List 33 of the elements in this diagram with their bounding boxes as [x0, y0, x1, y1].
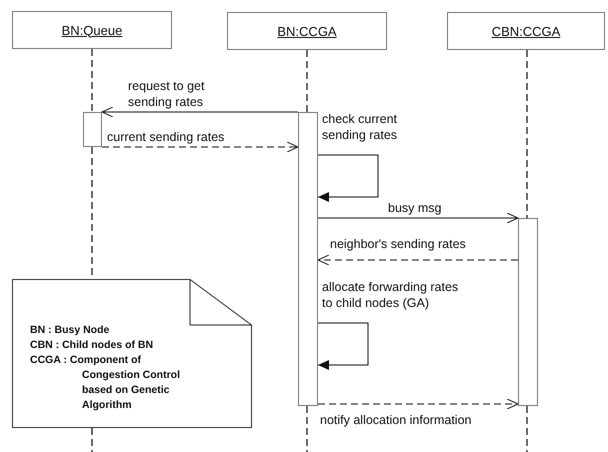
- activation-bar: [83, 112, 102, 147]
- activation-bar: [298, 112, 318, 406]
- note-text: BN : Busy Node: [30, 323, 110, 338]
- lifeline: [91, 49, 93, 112]
- lifeline-head: [12, 11, 172, 49]
- lifeline: [91, 428, 93, 452]
- message-label: allocate forwarding rates to child nodes (GA): [322, 279, 460, 311]
- self-message-arrow: [318, 154, 378, 202]
- lifeline: [526, 406, 528, 452]
- lifeline: [526, 50, 528, 218]
- return-message-arrow: [318, 398, 518, 410]
- lifeline-head: [227, 12, 387, 50]
- message-label: current sending rates: [107, 129, 226, 145]
- message-label: notify allocation information: [320, 412, 472, 428]
- return-message-arrow: [102, 142, 298, 152]
- note-text: CCGA : Component of Congestion Control based on Genetic Algorithm: [30, 353, 181, 413]
- object-name: CBN:CCGA: [492, 24, 560, 38]
- message-label: request to get sending rates: [128, 78, 206, 110]
- lifeline: [306, 50, 308, 112]
- object-name: BN:Queue: [62, 22, 122, 38]
- lifeline: [306, 406, 308, 452]
- message-arrow: [102, 106, 298, 118]
- note-text: CBN : Child nodes of BN: [30, 338, 154, 353]
- lifeline-head: [447, 12, 605, 50]
- message-label: check current sending rates: [322, 111, 398, 143]
- note-shape: [12, 279, 252, 428]
- self-message-arrow: [318, 322, 368, 370]
- message-arrow: [318, 212, 518, 224]
- activation-bar: [518, 218, 538, 406]
- object-name: BN:CCGA: [277, 24, 337, 38]
- message-label: neighbor's sending rates: [330, 236, 467, 252]
- message-label: busy msg: [388, 200, 442, 216]
- return-message-arrow: [318, 254, 518, 266]
